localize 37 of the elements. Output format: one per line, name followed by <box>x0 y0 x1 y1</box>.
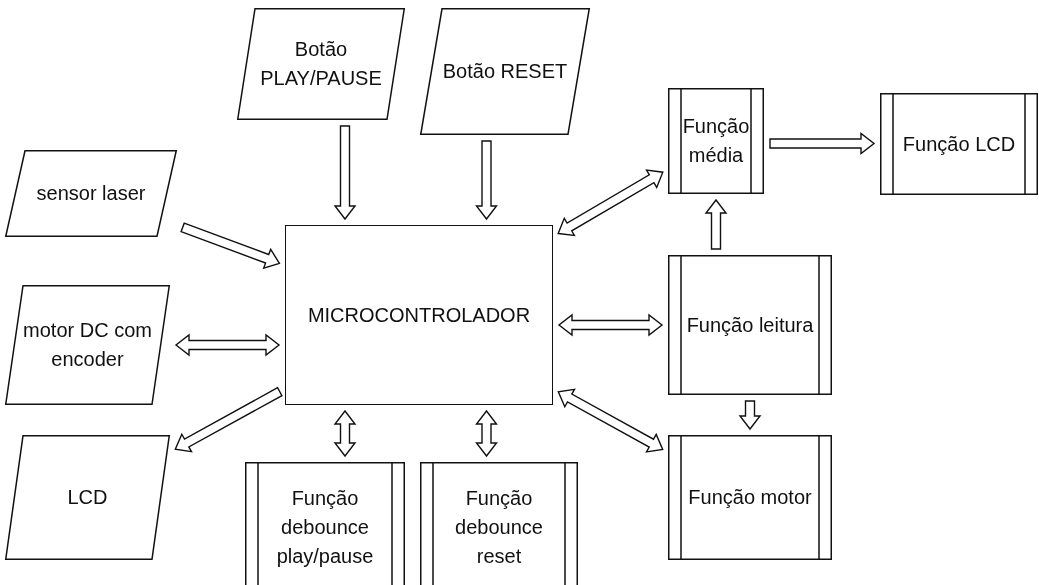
block-arrow <box>557 388 664 453</box>
subroutine-box <box>880 93 1038 195</box>
block-arrow <box>333 409 357 458</box>
block-arrow <box>174 386 283 453</box>
node-label: LCD <box>67 485 108 510</box>
input-parallelogram <box>237 8 405 120</box>
node-label: Função debounce reset <box>454 485 544 569</box>
process-box <box>285 225 553 405</box>
node-label: sensor laser <box>36 181 146 206</box>
block-arrow <box>704 198 728 250</box>
subroutine-box <box>668 435 832 560</box>
input-parallelogram <box>5 150 177 237</box>
input-parallelogram <box>5 435 170 560</box>
node-label: Função LCD <box>902 131 1016 157</box>
block-arrow <box>180 222 281 270</box>
block-arrow <box>738 400 762 431</box>
input-parallelogram <box>5 285 170 405</box>
subroutine-box <box>245 462 405 585</box>
block-arrow <box>475 409 498 458</box>
input-parallelogram <box>420 8 590 135</box>
subroutine-box <box>668 255 832 395</box>
node-label: Função motor <box>688 485 812 510</box>
node-label: Botão PLAY/PAUSE <box>259 37 383 91</box>
node-label: motor DC com encoder <box>22 318 153 372</box>
node-label: Função média <box>682 114 750 168</box>
block-arrow <box>769 132 876 155</box>
block-arrow <box>557 313 664 337</box>
block-arrow <box>557 169 664 237</box>
block-arrow <box>475 140 498 221</box>
node-label: Função leitura <box>686 312 814 338</box>
node-label: Função debounce play/pause <box>275 485 375 569</box>
subroutine-box <box>668 88 764 194</box>
block-arrow <box>174 333 281 357</box>
node-label: MICROCONTROLADOR <box>307 302 531 328</box>
block-arrow <box>333 125 357 221</box>
node-label: Botão RESET <box>442 59 568 84</box>
subroutine-box <box>420 462 578 585</box>
